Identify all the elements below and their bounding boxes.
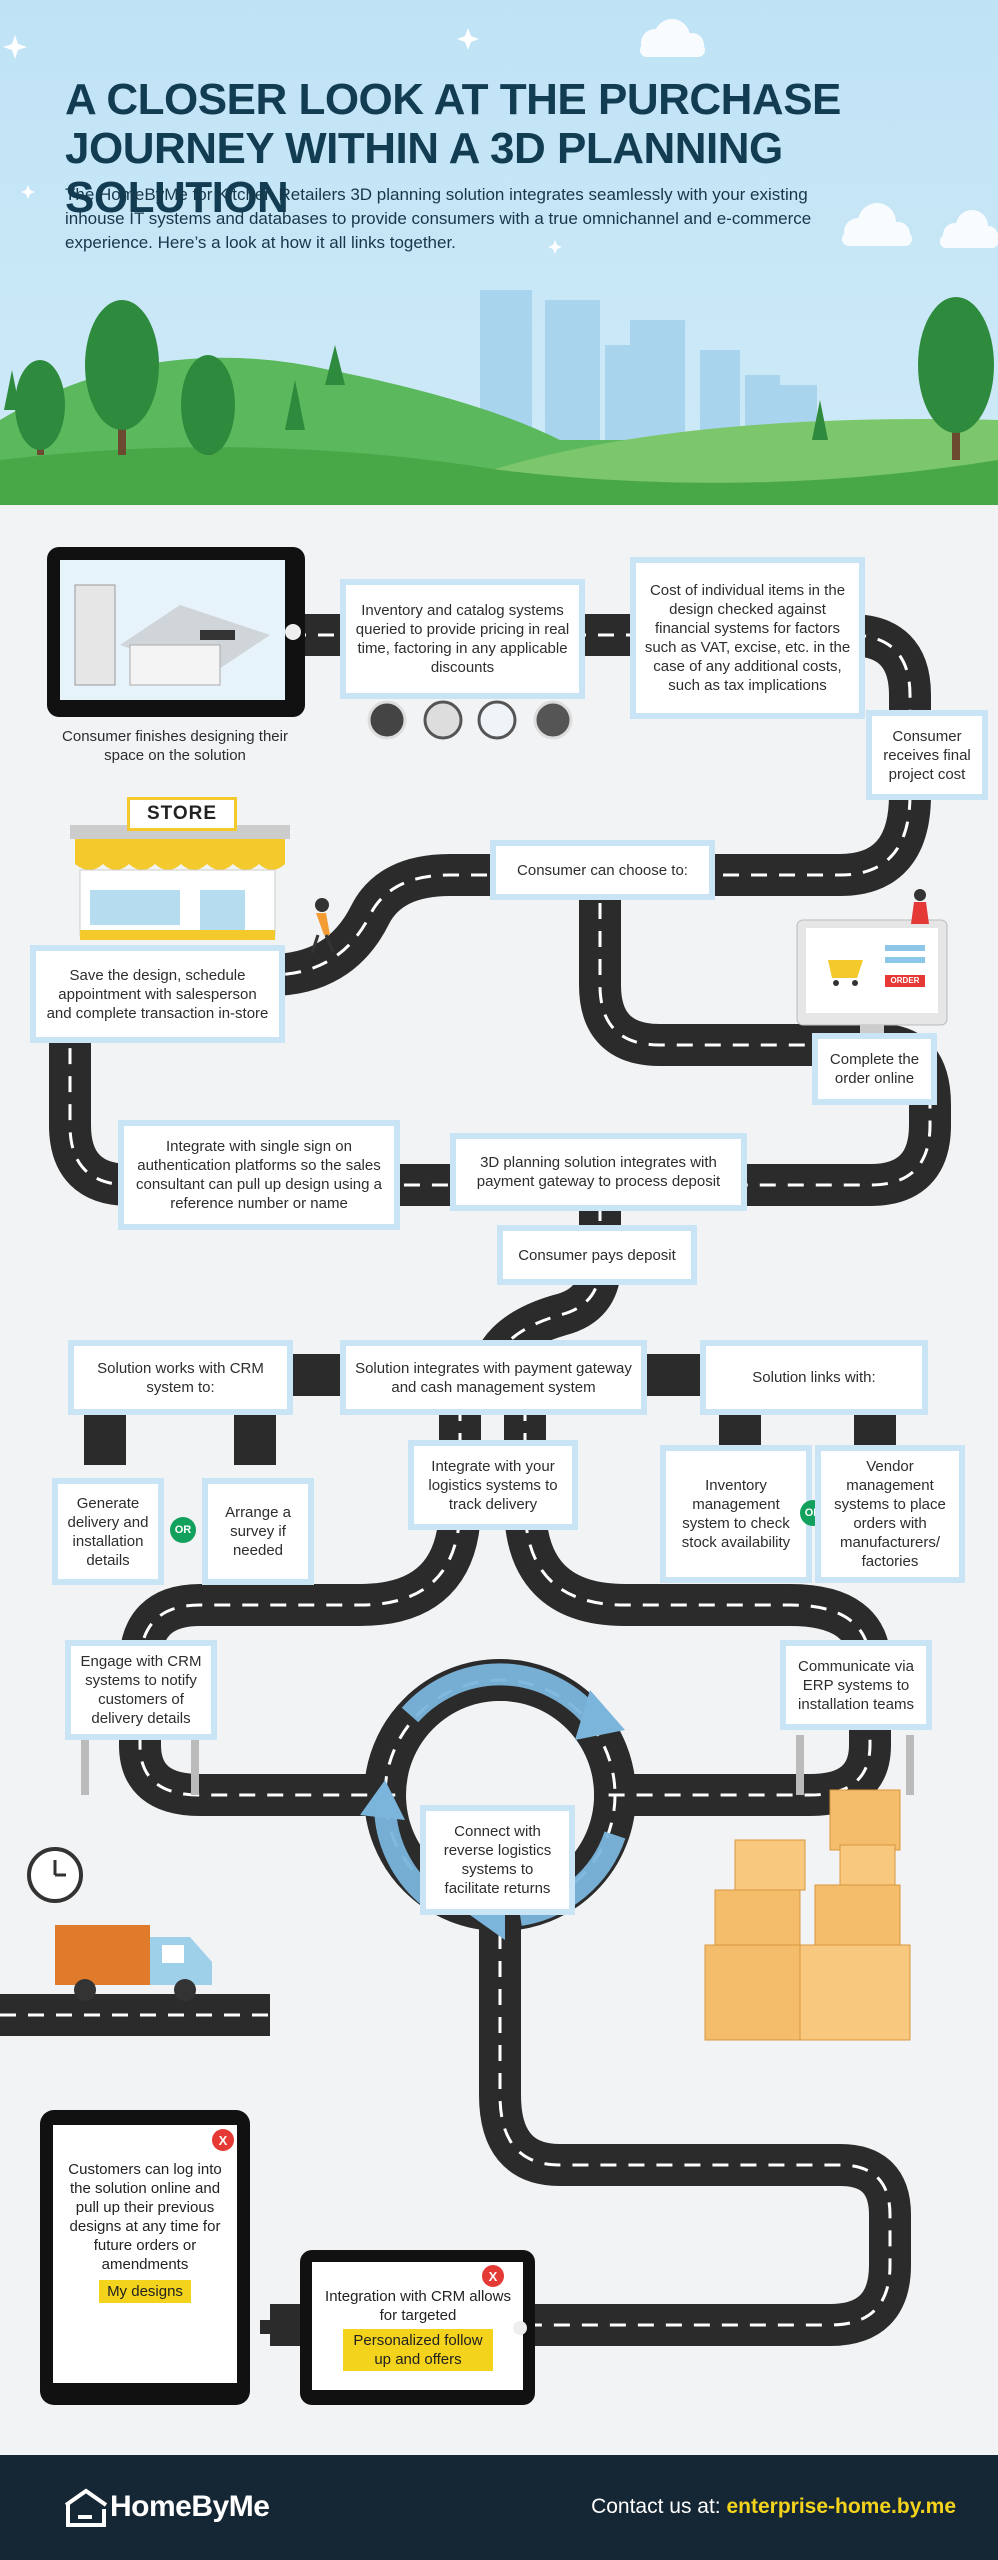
footer: HomeByMe Contact us at: enterprise-home.… — [0, 2455, 998, 2560]
step-logistics-box: Integrate with your logistics systems to… — [408, 1440, 578, 1530]
step-generate-box: Generate delivery and installation detai… — [52, 1478, 164, 1585]
step-cost-box: Cost of individual items in the design c… — [630, 557, 865, 719]
homebyme-logo-icon — [64, 2488, 108, 2527]
store-sign: STORE — [127, 797, 237, 831]
crm-target-description: Integration with CRM allows for targeted — [325, 2288, 511, 2324]
step-final-cost-box: Consumer receives final project cost — [866, 710, 988, 800]
step-reverse-box: Connect with reverse logistics systems t… — [420, 1805, 575, 1915]
title-line-1: A CLOSER LOOK AT THE PURCHASE — [65, 75, 841, 124]
step-links-box: Solution links with: — [700, 1340, 928, 1415]
step-crm-box: Solution works with CRM system to: — [68, 1340, 293, 1415]
or-badge-left: OR — [170, 1517, 196, 1543]
step-cash-box: Solution integrates with payment gateway… — [340, 1340, 647, 1415]
step-inventory-box: Inventory and catalog systems queried to… — [340, 579, 585, 699]
order-badge: ORDER — [890, 976, 920, 985]
step-vendor-box: Vendor management systems to place order… — [815, 1445, 965, 1583]
crm-target-text: Integration with CRM allows for targeted… — [318, 2287, 518, 2371]
contact-prefix: Contact us at: — [591, 2495, 727, 2518]
close-icon[interactable]: X — [212, 2129, 234, 2151]
journey-section: Consumer finishes designing their space … — [0, 505, 998, 2455]
step-save-box: Save the design, schedule appointment wi… — [30, 945, 285, 1043]
step-design-caption: Consumer finishes designing their space … — [62, 728, 288, 764]
intro-paragraph: The HomeByMe for Kitchen Retailers 3D pl… — [65, 185, 812, 252]
step-online-box: Complete the order online — [812, 1033, 937, 1105]
contact-link[interactable]: enterprise-home.by.me — [726, 2495, 956, 2518]
hero-banner: A CLOSER LOOK AT THE PURCHASE JOURNEY WI… — [0, 0, 998, 505]
step-inv-mgmt-box: Inventory management system to check sto… — [660, 1445, 812, 1583]
step-choose-box: Consumer can choose to: — [490, 840, 715, 900]
step-payment-box: 3D planning solution integrates with pay… — [450, 1133, 747, 1211]
title-line-2: JOURNEY WITHIN A 3D PLANNING SOLUTION — [65, 124, 783, 222]
step-deposit-box: Consumer pays deposit — [497, 1225, 697, 1285]
page-title: A CLOSER LOOK AT THE PURCHASE JOURNEY WI… — [65, 75, 945, 222]
step-survey-box: Arrange a survey if needed — [202, 1478, 314, 1585]
step-sso-box: Integrate with single sign on authentica… — [118, 1120, 400, 1230]
brand-name: HomeByMe — [110, 2490, 270, 2523]
login-description: Customers can log into the solution onli… — [68, 2161, 222, 2273]
close-icon[interactable]: X — [482, 2265, 504, 2287]
contact-line: Contact us at: enterprise-home.by.me — [591, 2495, 956, 2519]
personalized-offers-button[interactable]: Personalized follow up and offers — [343, 2329, 493, 2371]
landscape-illustration — [0, 19, 998, 505]
login-text: Customers can log into the solution onli… — [60, 2160, 230, 2303]
my-designs-button[interactable]: My designs — [99, 2280, 191, 2303]
step-erp-box: Communicate via ERP systems to installat… — [780, 1640, 932, 1730]
store-sign-label: STORE — [146, 803, 218, 824]
step-engage-box: Engage with CRM systems to notify custom… — [65, 1640, 217, 1740]
